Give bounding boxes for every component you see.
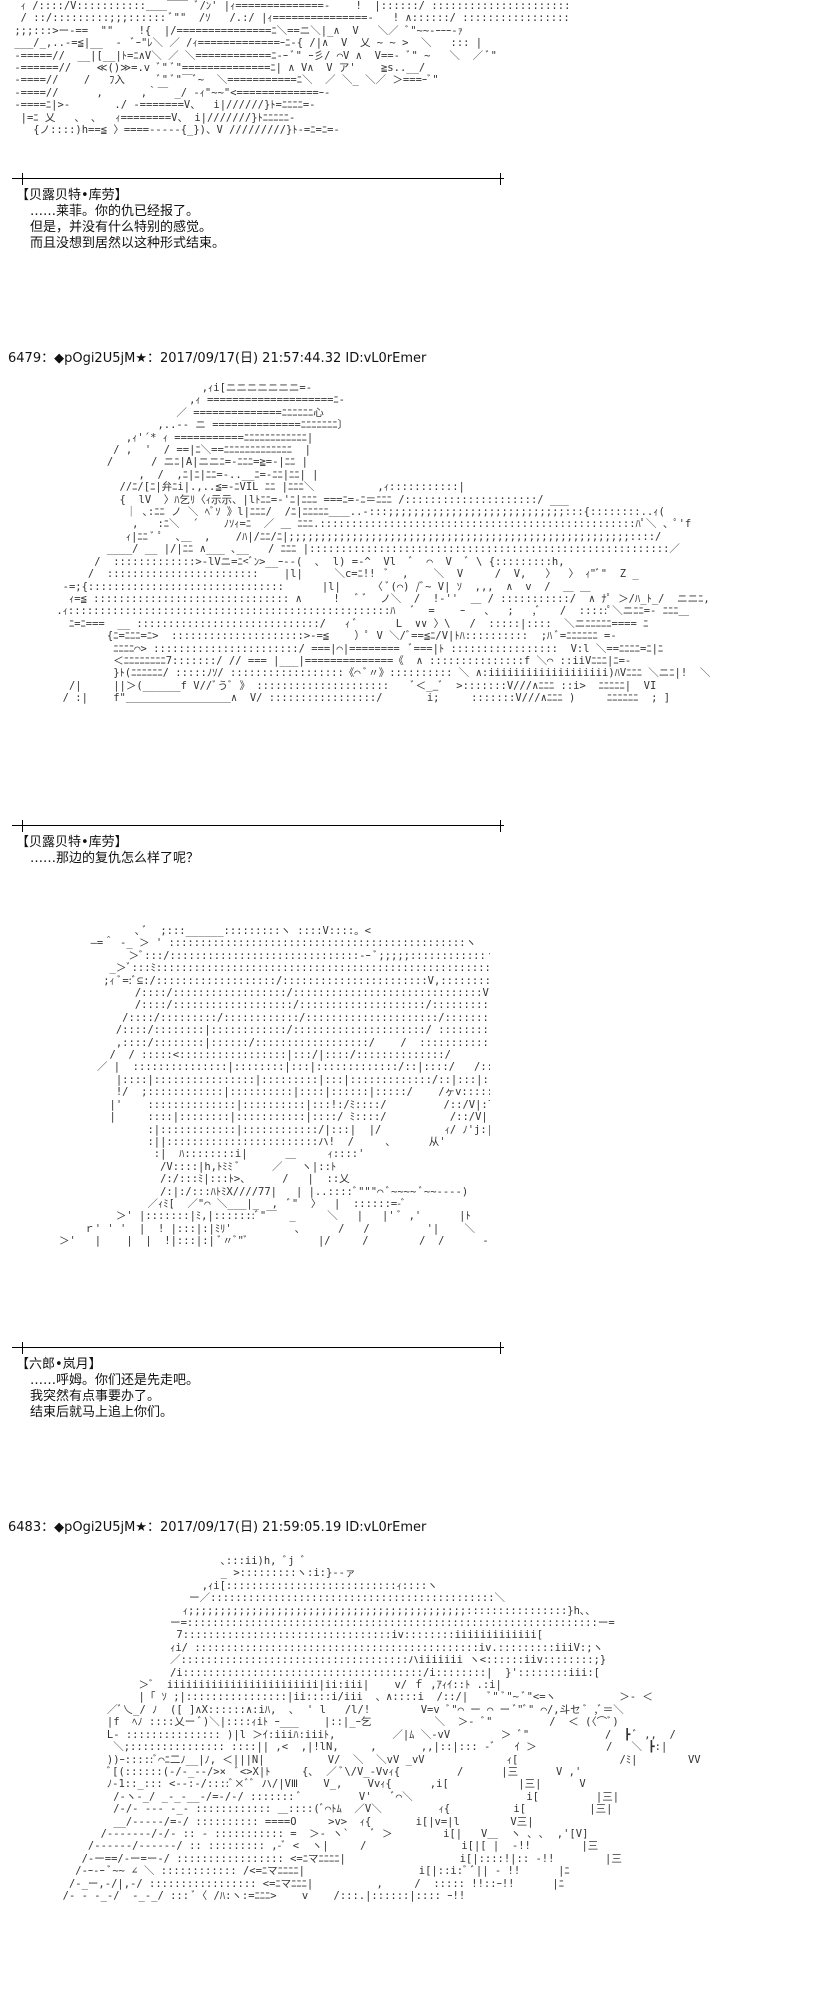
post-header: 6483：◆pOgi2U5jM★：2017/09/17(日) 21:59:05.… <box>8 1520 427 1535</box>
speech-block-3: 【六郎•岚月】 ……呼姆。你们还是先走吧。 我突然有点事要办了。 结束后就马上追… <box>16 1357 199 1421</box>
speaker-name: 【贝露贝特•库劳】 <box>16 188 128 203</box>
ascii-art-2: ,ｨi[ニニニニニニニ=- ,ｨ ====================ﾆ- … <box>56 382 711 705</box>
divider-tick <box>22 820 23 832</box>
dialogue-line: 而且没想到居然以这种形式结束。 <box>30 236 226 251</box>
divider-tick <box>22 1342 23 1354</box>
dialogue-line: 结束后就马上追上你们。 <box>30 1405 174 1420</box>
ascii-art-4: ､:::ii)h, ﾞj ﾞ _ >:::::::::ヽ:i:}--ァ ,ｨi[… <box>62 1555 701 1902</box>
divider-2 <box>12 820 504 832</box>
dialogue-line: 我突然有点事要办了。 <box>30 1389 161 1404</box>
dialogue-line: ……那边的复仇怎么样了呢？ <box>30 851 200 866</box>
speaker-name: 【贝露贝特•库劳】 <box>16 835 128 850</box>
divider-3 <box>12 1342 504 1354</box>
dialogue-line: ……莱菲。你的仇已经报了。 <box>30 204 200 219</box>
ascii-art-3: ､ ﾞ ;:::______:::::::::ヽ ::::V::::。< ―=＾… <box>58 925 490 1248</box>
dialogue-line: ……呼姆。你们还是先走吧。 <box>30 1373 200 1388</box>
divider-tick <box>500 1342 501 1354</box>
divider-tick <box>22 173 23 185</box>
speaker-name: 【六郎•岚月】 <box>16 1357 102 1372</box>
divider-tick <box>500 820 501 832</box>
ascii-art-1: ｨ /::::/V:::::::::::＿＿￣￣ ﾞ/ﾝ' |ｨ========… <box>14 0 568 137</box>
dialogue-line: 但是，并没有什么特别的感觉。 <box>30 220 213 235</box>
divider-1 <box>12 173 504 185</box>
divider-tick <box>500 173 501 185</box>
post-header: 6479：◆pOgi2U5jM★：2017/09/17(日) 21:57:44.… <box>8 351 427 366</box>
speech-block-2: 【贝露贝特•库劳】 ……那边的复仇怎么样了呢？ <box>16 835 199 867</box>
speech-block-1: 【贝露贝特•库劳】 ……莱菲。你的仇已经报了。 但是，并没有什么特别的感觉。 而… <box>16 188 225 252</box>
